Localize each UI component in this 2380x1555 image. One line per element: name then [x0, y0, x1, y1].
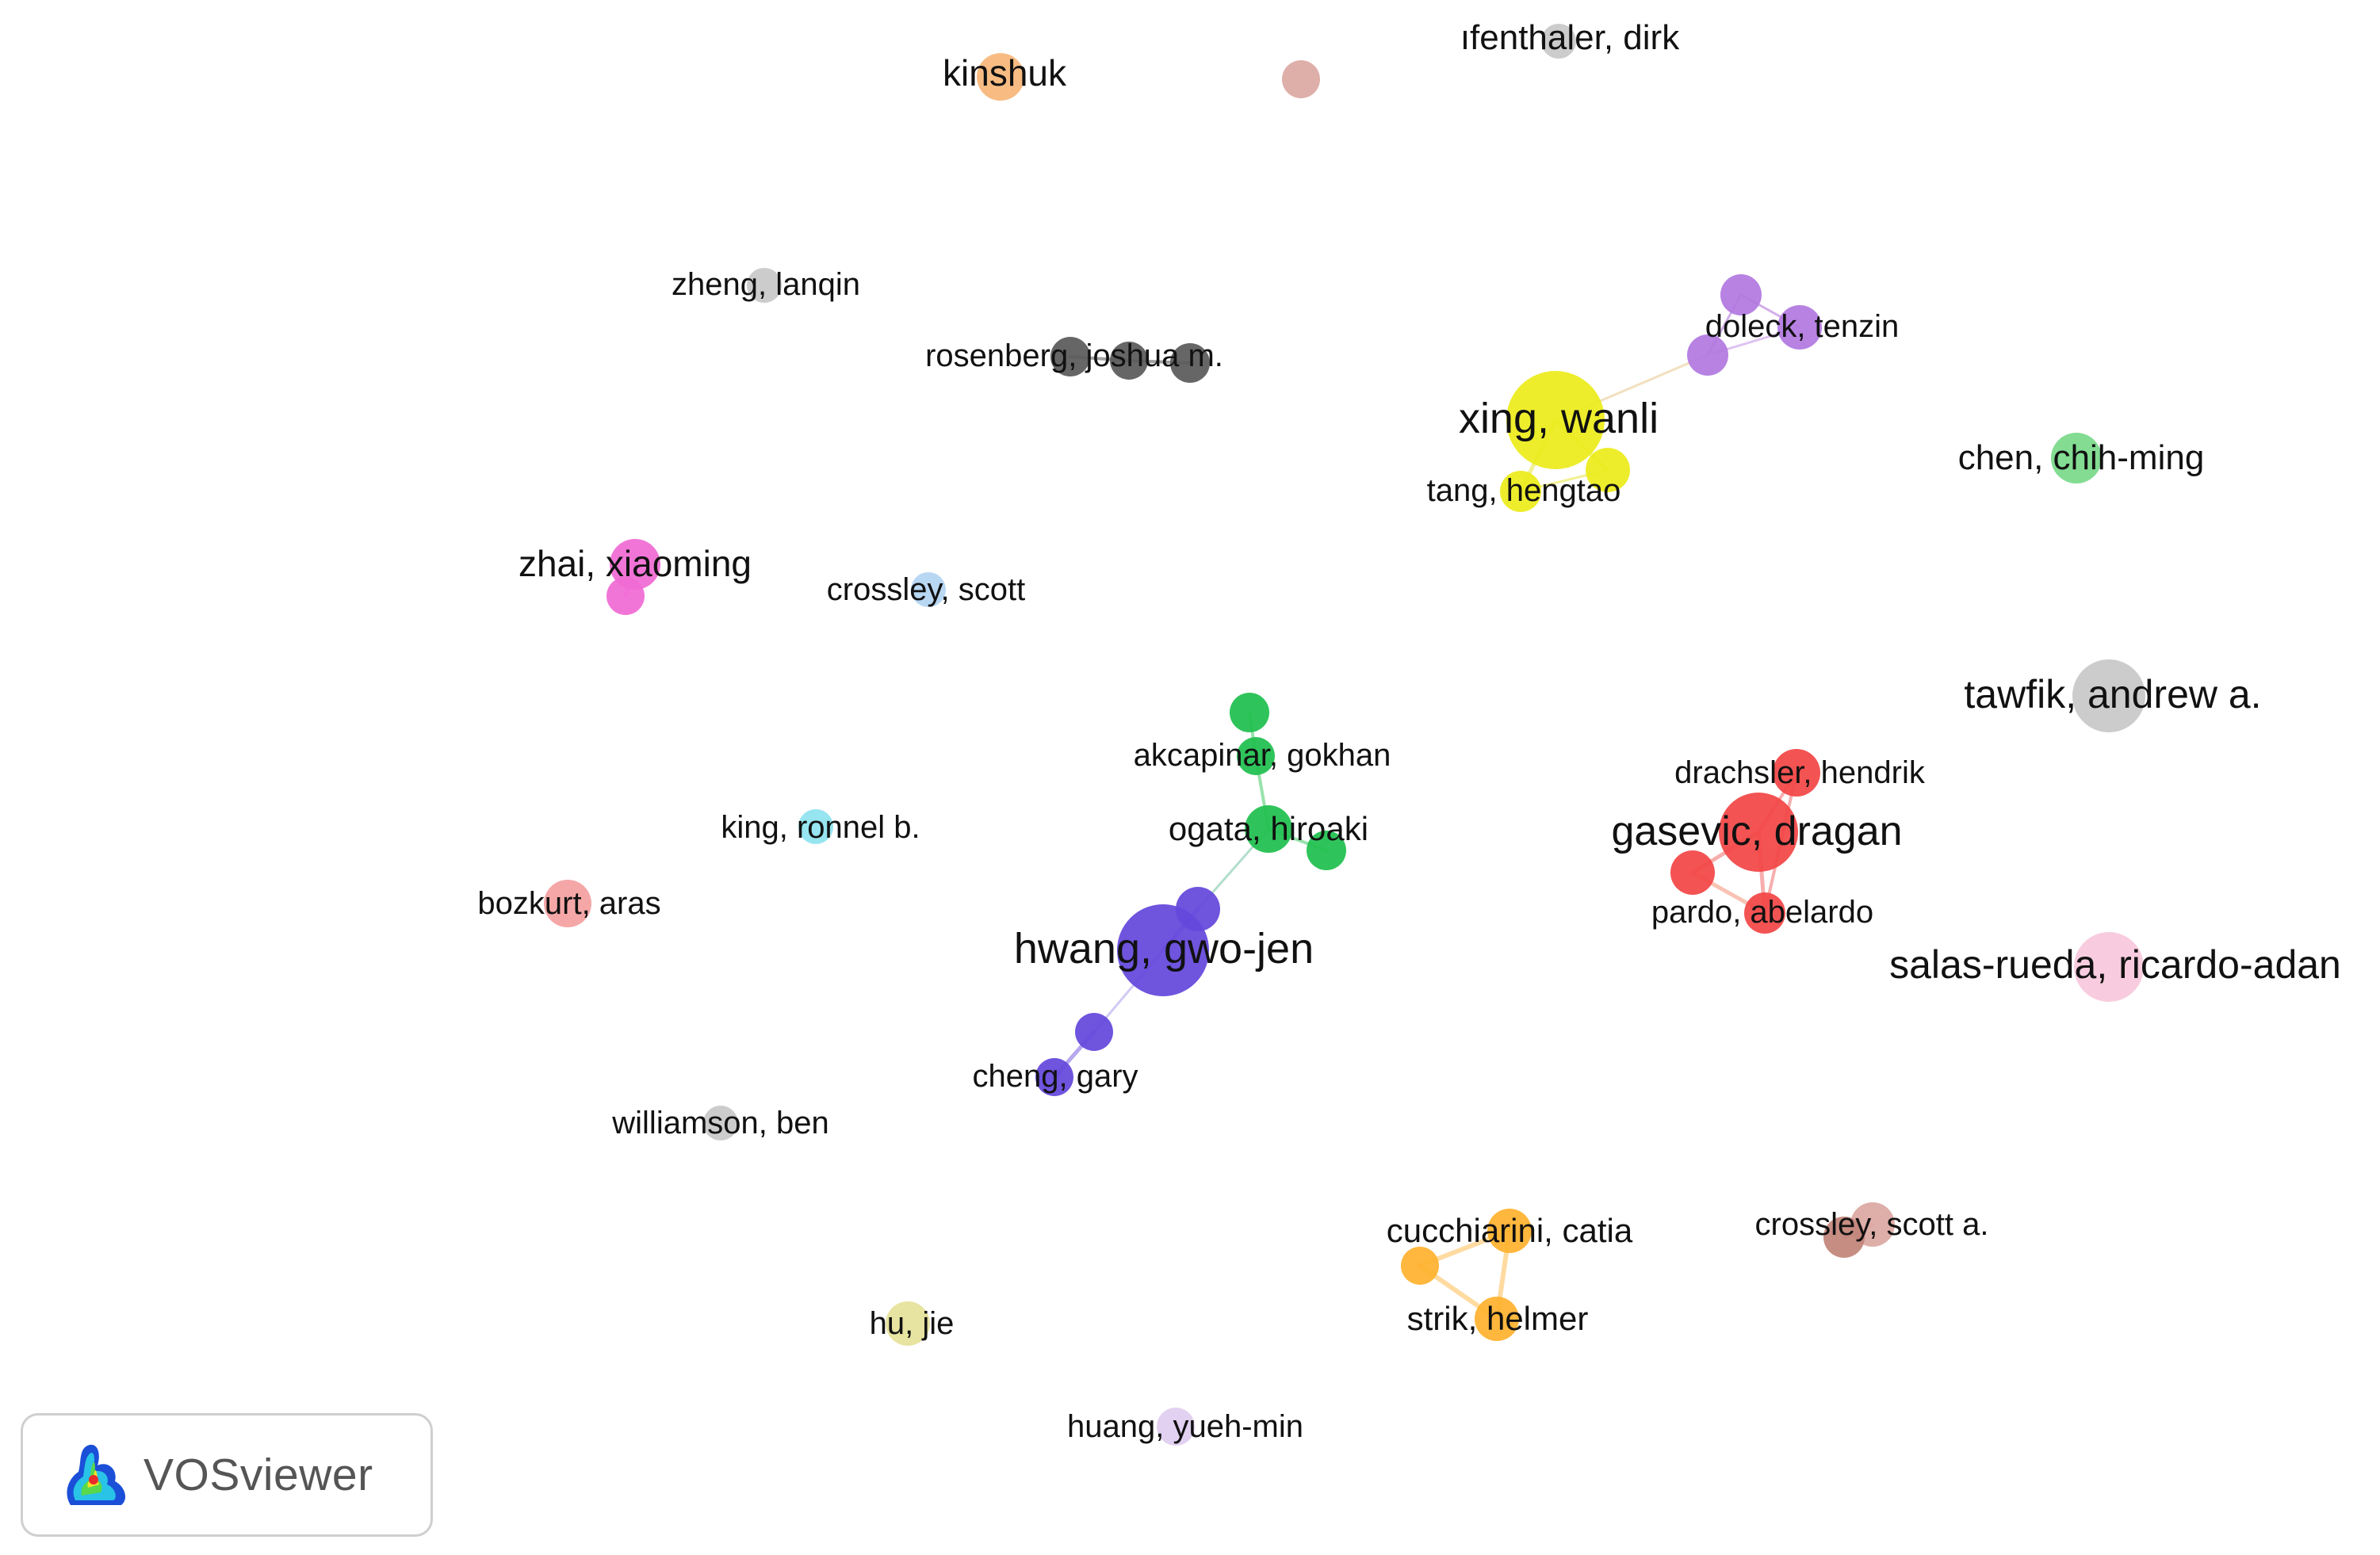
node-zhai-2[interactable] — [606, 577, 645, 615]
node-xing[interactable] — [1506, 371, 1605, 469]
network-links — [623, 293, 1874, 1321]
node-strik[interactable] — [1475, 1297, 1519, 1341]
node-ifenthaler[interactable] — [1541, 24, 1576, 59]
label-zhai: zhai, xiaoming — [518, 543, 752, 584]
label-rosenberg: rosenberg, joshua m. — [925, 338, 1223, 373]
node-rosenberg-b[interactable] — [1110, 342, 1148, 380]
node-gasevic[interactable] — [1719, 793, 1798, 872]
node-cucchiarini[interactable] — [1487, 1209, 1532, 1253]
node-indigo-3[interactable] — [1075, 1013, 1113, 1051]
node-hu[interactable] — [886, 1301, 930, 1346]
node-hwang[interactable] — [1117, 904, 1209, 996]
node-green-top[interactable] — [1230, 693, 1269, 732]
label-ogata: ogata, hiroaki — [1169, 810, 1368, 847]
node-ogata[interactable] — [1245, 805, 1292, 853]
label-crossleya: crossley, scott a. — [1755, 1207, 1989, 1242]
node-purple-mid[interactable] — [1687, 334, 1728, 376]
node-bozkurt[interactable] — [544, 880, 591, 927]
label-tawfik: tawfik, andrew a. — [1964, 672, 2261, 716]
label-hwang: hwang, gwo-jen — [1014, 925, 1314, 972]
label-chen: chen, chih-ming — [1958, 438, 2205, 477]
node-tang[interactable] — [1500, 471, 1541, 512]
node-orange-left[interactable] — [1401, 1247, 1439, 1285]
node-tawfik[interactable] — [2072, 659, 2145, 732]
label-ifenthaler: ıfenthaler, dirk — [1460, 18, 1680, 57]
label-drachsler: drachsler, hendrik — [1674, 755, 1926, 790]
node-pardo[interactable] — [1744, 892, 1785, 934]
label-gasevic: gasevic, dragan — [1611, 808, 1902, 854]
vosviewer-logo-icon — [67, 1444, 126, 1505]
node-rosenberg-c[interactable] — [1170, 343, 1210, 383]
node-green-r[interactable] — [1307, 831, 1346, 870]
node-crossleya[interactable] — [1823, 1217, 1865, 1258]
vosviewer-badge: VOSviewer — [21, 1413, 433, 1537]
node-huang[interactable] — [1157, 1408, 1195, 1446]
node-akcapinar[interactable] — [1237, 737, 1275, 775]
node-rose-node[interactable] — [1282, 60, 1320, 98]
label-akcapinar: akcapinar, gokhan — [1134, 738, 1391, 773]
label-cheng: cheng, gary — [972, 1059, 1138, 1094]
network-nodes — [544, 24, 2145, 1446]
label-doleck: doleck, tenzin — [1705, 309, 1900, 344]
label-pardo: pardo, abelardo — [1651, 895, 1873, 930]
node-red-left[interactable] — [1670, 850, 1715, 895]
node-purple-top[interactable] — [1720, 274, 1762, 315]
node-kinshuk[interactable] — [977, 53, 1024, 101]
label-hu: hu, jie — [870, 1306, 955, 1341]
node-zhai[interactable] — [610, 539, 660, 590]
node-chen[interactable] — [2051, 433, 2102, 483]
node-king[interactable] — [798, 809, 833, 844]
label-zheng: zheng, lanqin — [672, 267, 860, 302]
label-xing: xing, wanli — [1459, 395, 1659, 442]
label-tang: tang, hengtao — [1427, 473, 1621, 508]
label-strik: strik, helmer — [1407, 1300, 1589, 1337]
label-bozkurt: bozkurt, aras — [477, 886, 660, 921]
label-crossley: crossley, scott — [827, 572, 1025, 607]
node-williamson[interactable] — [703, 1106, 738, 1140]
node-salas[interactable] — [2074, 932, 2144, 1002]
network-labels: ıfenthaler, dirk kinshuk zheng, lanqin rose… — [477, 18, 2340, 1444]
label-kinshuk: kinshuk — [943, 52, 1067, 94]
label-cucchiarini: cucchiarini, catia — [1387, 1212, 1633, 1249]
node-crossley[interactable] — [911, 572, 946, 607]
node-cheng[interactable] — [1035, 1058, 1073, 1096]
node-drachsler[interactable] — [1773, 749, 1820, 797]
node-rosenberg-a[interactable] — [1050, 337, 1090, 376]
label-williamson: williamson, ben — [611, 1106, 828, 1140]
node-zheng[interactable] — [747, 268, 782, 303]
label-salas: salas-rueda, ricardo-adan — [1889, 942, 2341, 987]
label-king: king, ronnel b. — [721, 810, 920, 845]
label-huang: huang, yueh-min — [1067, 1409, 1303, 1444]
node-yellow-2[interactable] — [1586, 448, 1630, 492]
node-doleck[interactable] — [1777, 305, 1822, 350]
vosviewer-label: VOSviewer — [143, 1450, 373, 1500]
